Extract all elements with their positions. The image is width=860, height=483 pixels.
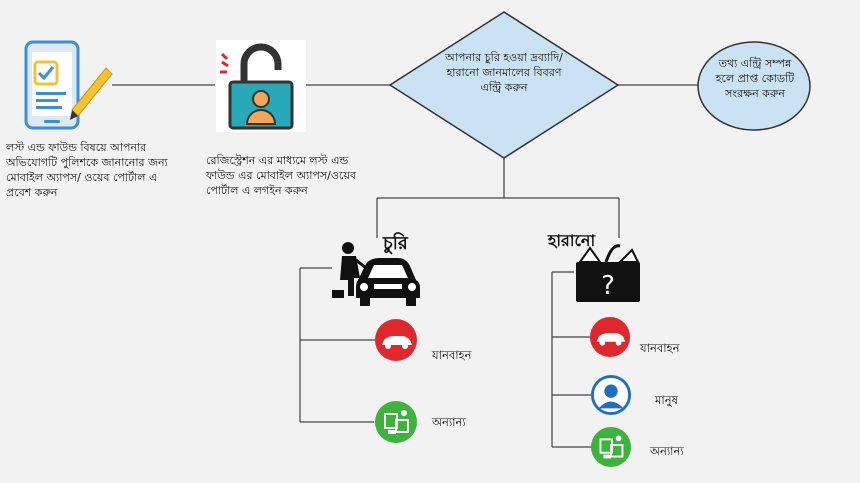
- decision-text: আপনার চুরি হওয়া দ্রব্যাদি/হারানো জানমাল…: [445, 51, 563, 94]
- lost-items-icon: [590, 426, 632, 468]
- lost-car-icon: [589, 316, 631, 358]
- svg-text:?: ?: [601, 271, 615, 301]
- step-login-text: রেজিস্ট্রেশন এর মাধ্যমে লস্ট এন্ড ফাউন্ড…: [206, 154, 356, 197]
- final-ellipse: [696, 40, 812, 132]
- final-text: তথ্য এন্ট্রি সম্পন্ন হলে প্রাপ্ত কোডটি স…: [715, 57, 795, 100]
- lost-item-person: মানুষ: [655, 393, 678, 407]
- padlock-user-icon: [216, 40, 306, 132]
- thief-car-icon: [330, 238, 420, 310]
- lost-person-icon: [590, 374, 632, 416]
- lost-item-other: অন্যান্য: [650, 444, 684, 458]
- decision-diamond: [388, 10, 620, 160]
- theft-item-vehicle: যানবাহন: [432, 348, 472, 362]
- lost-box-icon: ?: [572, 240, 642, 306]
- lost-title: হারানো: [548, 231, 596, 250]
- theft-car-icon: [374, 318, 418, 362]
- theft-items-icon: [374, 400, 418, 444]
- theft-item-other: অন্যান্য: [432, 415, 466, 429]
- theft-title: চুরি: [383, 233, 408, 254]
- step-phone-text: লস্ট এন্ড ফাউন্ড বিষয়ে আপনার অভিযোগটি প…: [6, 141, 168, 199]
- lost-item-vehicle: যানবাহন: [640, 341, 680, 355]
- phone-checklist-icon: [22, 40, 114, 132]
